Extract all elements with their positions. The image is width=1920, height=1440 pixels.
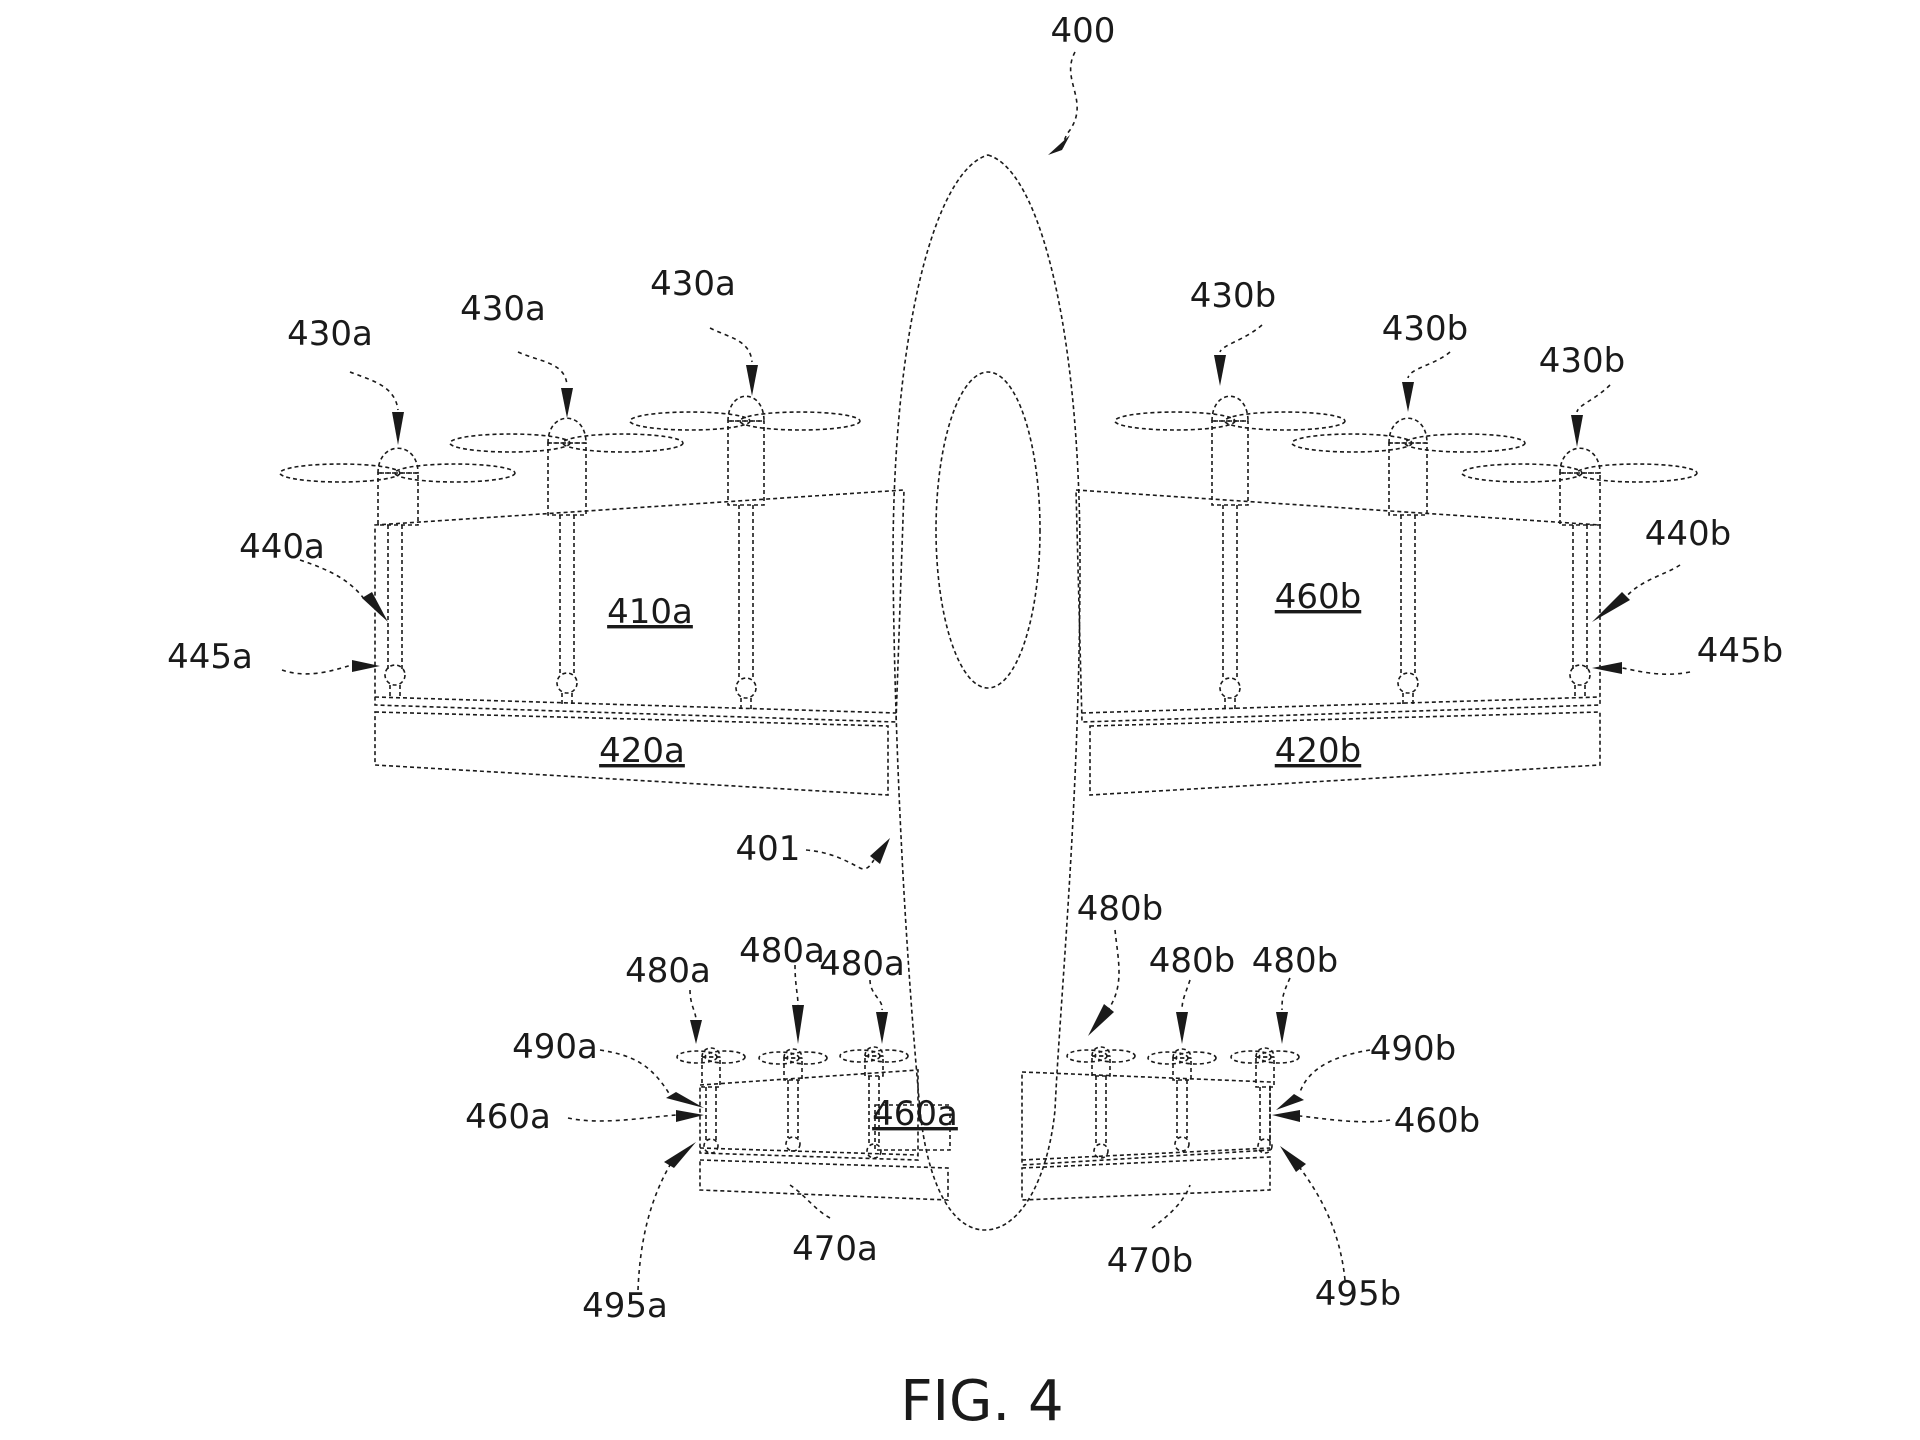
label-460b-tail: 460b <box>1394 1101 1480 1141</box>
tail-wing-left <box>699 1069 951 1201</box>
tail-rotors-left <box>676 1046 909 1159</box>
rotor-unit <box>449 417 684 705</box>
label-490b: 490b <box>1370 1029 1456 1069</box>
tail-wing-right <box>1021 1071 1271 1201</box>
flap-right <box>1089 711 1601 796</box>
label-495a: 495a <box>582 1286 668 1326</box>
tail-rotor-unit <box>676 1047 746 1154</box>
label-495b: 495b <box>1315 1274 1401 1314</box>
leader-lines <box>281 51 1691 1291</box>
label-445b: 445b <box>1697 631 1783 671</box>
wing-right <box>1075 489 1601 796</box>
label-490a: 490a <box>512 1027 598 1067</box>
rotor-unit <box>1291 417 1526 705</box>
label-440b: 440b <box>1645 514 1731 554</box>
label-470b: 470b <box>1107 1241 1193 1281</box>
label-445a: 445a <box>167 637 253 677</box>
tail-rotor-unit <box>1230 1047 1300 1154</box>
tail-rotor-unit <box>839 1046 909 1159</box>
label-480b-2: 480b <box>1149 941 1235 981</box>
label-460a: 460a <box>465 1097 551 1137</box>
rotor-unit <box>1114 395 1346 712</box>
rotor-unit <box>629 395 861 712</box>
label-460a-inner: 460a <box>872 1094 958 1134</box>
figure-caption: FIG. 4 <box>900 1369 1063 1434</box>
wing-left <box>374 489 905 796</box>
label-460b-wing: 460b <box>1275 577 1361 617</box>
label-401: 401 <box>736 829 801 869</box>
tail-flap-left <box>699 1159 949 1201</box>
tail-rotor-unit <box>758 1048 828 1152</box>
reference-labels: 400 401 430a 430a 430a 430b 430b 430b 41… <box>167 11 1783 1326</box>
label-430a-2: 430a <box>460 289 546 329</box>
rotor-unit <box>279 447 516 698</box>
label-430b-3: 430b <box>1539 341 1625 381</box>
tail-flap-right <box>1021 1156 1271 1201</box>
tail-wing-left-inner <box>874 1104 951 1151</box>
label-430b-2: 430b <box>1382 309 1468 349</box>
flap-left <box>374 711 889 796</box>
label-430a-1: 430a <box>287 314 373 354</box>
label-430b-1: 430b <box>1190 276 1276 316</box>
tail-rotors-right <box>1066 1046 1300 1159</box>
canopy <box>935 371 1041 689</box>
label-470a: 470a <box>792 1229 878 1269</box>
label-420b: 420b <box>1275 731 1361 771</box>
fuselage <box>892 154 1081 1231</box>
label-480a-3: 480a <box>819 944 905 984</box>
rotor-unit <box>1461 447 1698 698</box>
label-430a-3: 430a <box>650 264 736 304</box>
label-400: 400 <box>1051 11 1116 51</box>
rotor-group-left <box>279 395 861 712</box>
label-480b-3: 480b <box>1252 941 1338 981</box>
label-410a: 410a <box>607 592 693 632</box>
rotor-group-right <box>1114 395 1698 712</box>
label-480a-2: 480a <box>739 931 825 971</box>
label-420a: 420a <box>599 731 685 771</box>
tail-rotor-unit <box>1066 1046 1136 1159</box>
tail-rotor-unit <box>1147 1048 1217 1152</box>
label-480a-1: 480a <box>625 951 711 991</box>
label-480b-1: 480b <box>1077 889 1163 929</box>
label-440a: 440a <box>239 527 325 567</box>
